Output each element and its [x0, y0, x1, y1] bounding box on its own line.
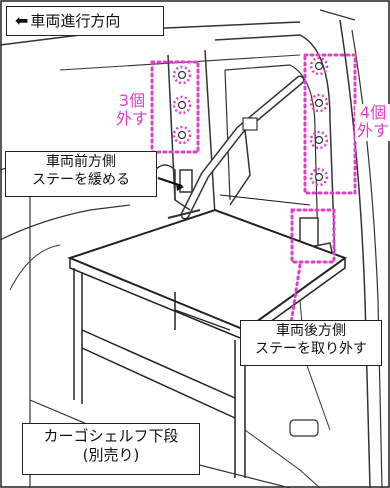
rear-stay-callout: 車両後方側 ステーを取り外す: [240, 320, 382, 366]
shelf-back-brace: [174, 309, 231, 331]
bolt-ring: [309, 56, 329, 76]
shelf-line1: カーゴシェルフ下段: [43, 427, 179, 445]
left-bolt-count-line1: 3個: [118, 91, 146, 110]
front-stay-arrowhead: [176, 183, 184, 191]
pillar-left-edge: [167, 54, 176, 201]
bolt-head: [314, 172, 324, 182]
door-top: [319, 9, 356, 21]
left-bolt-count-label: 3個 外す: [112, 91, 152, 129]
left-bolt-group: [172, 65, 192, 145]
right-bolt-count-line1: 4個: [359, 103, 387, 122]
bolt-ring: [172, 125, 192, 145]
bolt-head: [314, 135, 324, 145]
bolt-head: [314, 98, 324, 108]
bolt-ring: [172, 95, 192, 115]
shelf-brace-upper: [81, 329, 236, 399]
bolt-head: [177, 100, 187, 110]
direction-text: 車両進行方向: [30, 12, 121, 30]
roof-inner-line: [59, 54, 301, 71]
front-stay-line1: 車両前方側: [46, 154, 116, 170]
direction-label: ⬅車両進行方向: [6, 6, 164, 36]
right-bolt-count-label: 4個 外す: [355, 103, 390, 141]
left-wall-curve: [9, 244, 61, 291]
rear-stay-line1: 車両後方側: [276, 323, 346, 339]
rear-stay-line2: ステーを取り外す: [255, 340, 367, 357]
bolt-head: [314, 61, 324, 71]
bolt-ring: [172, 65, 192, 85]
rear-stay-highlight: [290, 208, 336, 264]
shelf-callout: カーゴシェルフ下段 (別売り): [22, 423, 200, 475]
left-wall-trim: [0, 204, 131, 241]
right-door-inner: [351, 29, 383, 488]
shelf-brace-lower: [81, 347, 236, 419]
pillar-right-edge: [204, 49, 216, 216]
bolt-ring: [309, 130, 329, 150]
floor-line-right: [244, 429, 321, 488]
belt-anchor: [242, 117, 258, 131]
floor-hook: [289, 419, 319, 437]
right-door-edge: [339, 19, 371, 488]
seat-belt-fill: [182, 77, 303, 218]
front-stay-plate: [179, 169, 193, 193]
bolt-head: [177, 130, 187, 140]
shelf-line2: (別売り): [82, 445, 140, 464]
right-bolt-group: [309, 56, 329, 187]
front-stay-callout: 車両前方側 ステーを緩める: [5, 151, 157, 197]
window-frame-outer: [214, 34, 336, 261]
front-stay-foot: [167, 209, 201, 219]
rear-stay-leader-dotted: [288, 263, 302, 332]
window-frame-inner: [224, 64, 319, 251]
left-bolt-group-highlight: [150, 60, 200, 154]
window-frame-left: [224, 69, 231, 201]
right-bolt-count-line2: 外す: [356, 121, 389, 141]
bolt-head: [177, 70, 187, 80]
front-stay-line2: ステーを緩める: [32, 171, 130, 188]
bolt-ring: [309, 93, 329, 113]
front-stay-bracket: [154, 164, 191, 211]
belt-buckle-line: [229, 129, 251, 206]
left-bolt-count-line2: 外す: [115, 109, 148, 129]
bolt-ring: [309, 167, 329, 187]
seat-belt-outline: [180, 75, 305, 220]
arrow-left-icon: ⬅: [15, 11, 29, 30]
rear-stay-guide: [219, 194, 311, 206]
